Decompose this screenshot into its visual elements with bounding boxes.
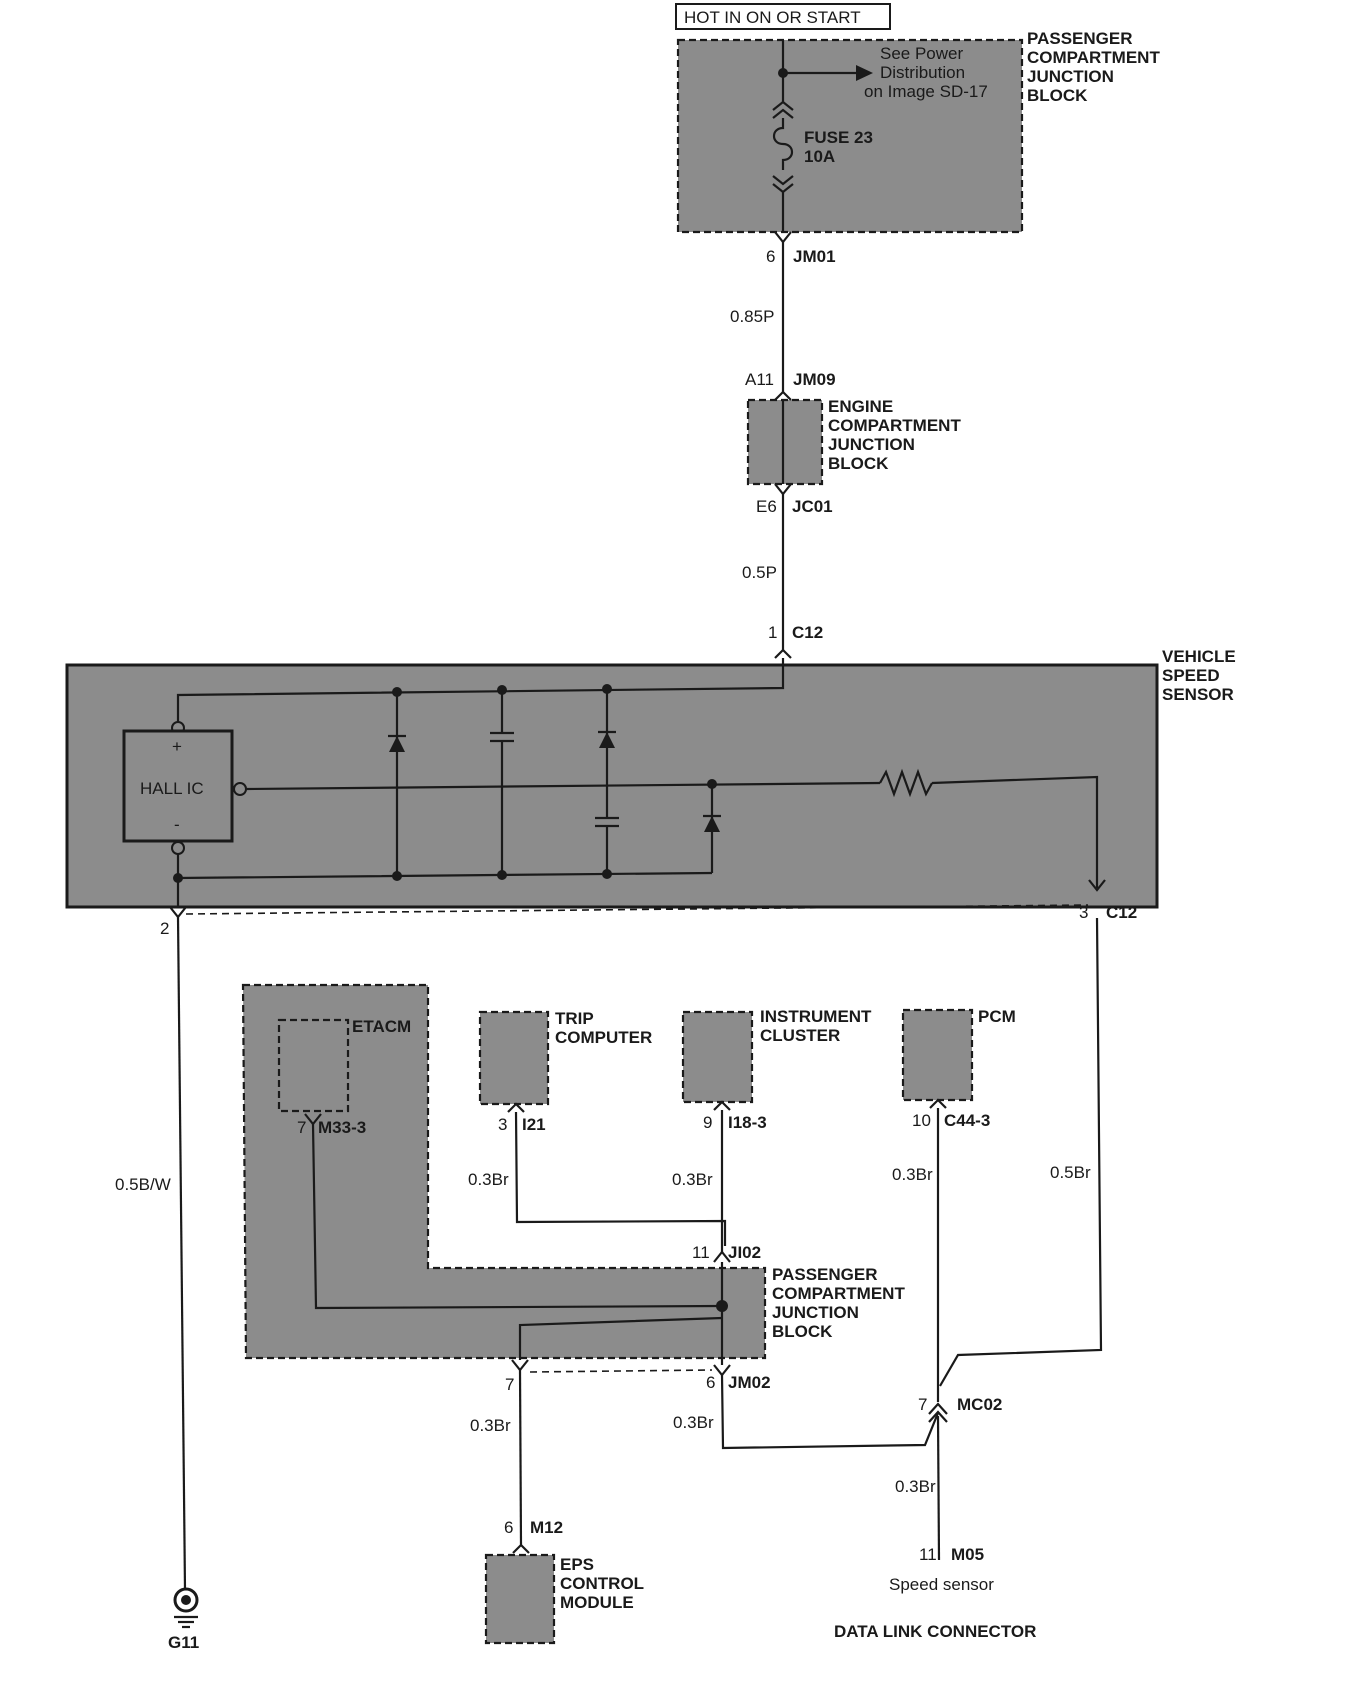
trip-name-2: COMPUTER — [555, 1028, 652, 1047]
jm01-pin: 6 — [766, 247, 775, 266]
pcm-label: PCM — [978, 1007, 1016, 1026]
wire-03br-eps: 0.3Br — [470, 1416, 511, 1435]
ji02-id: JI02 — [728, 1243, 761, 1262]
arrow-right-icon — [856, 65, 873, 81]
mc02-id: MC02 — [957, 1395, 1002, 1414]
jc01-id: JC01 — [792, 497, 833, 516]
hall-ic-label: HALL IC — [140, 779, 204, 798]
pcjb-low-name-4: BLOCK — [772, 1322, 833, 1341]
m33-id: M33-3 — [318, 1118, 366, 1137]
dlc-name: DATA LINK CONNECTOR — [834, 1622, 1036, 1641]
jm09-pin: A11 — [745, 370, 774, 389]
vss-name-1: VEHICLE — [1162, 647, 1236, 666]
wire-05br: 0.5Br — [1050, 1163, 1091, 1182]
jm02-left-pin: 7 — [505, 1375, 514, 1394]
hall-plus: + — [172, 737, 182, 756]
dlc-speed-sensor: Speed sensor — [889, 1575, 994, 1594]
c12-right-pin: 3 — [1079, 903, 1088, 922]
wire-05bw: 0.5B/W — [115, 1175, 171, 1194]
ic-name-2: CLUSTER — [760, 1026, 840, 1045]
wire-03br-dlc: 0.3Br — [895, 1477, 936, 1496]
wire-03br-ic: 0.3Br — [672, 1170, 713, 1189]
fuse-icon — [772, 118, 794, 170]
hall-ic — [122, 729, 234, 843]
ecjb-name-1: ENGINE — [828, 397, 893, 416]
vss-name-2: SPEED — [1162, 666, 1220, 685]
diode-icon — [389, 736, 405, 752]
resistor-icon — [879, 768, 933, 798]
wire-05p: 0.5P — [742, 563, 777, 582]
pcjb-top-name-4: BLOCK — [1027, 86, 1088, 105]
diode-icon — [599, 732, 615, 748]
see-power-1: See Power — [880, 44, 963, 63]
diode-icon — [704, 816, 720, 832]
jc01-pin: E6 — [756, 497, 777, 516]
etacm-pcjb-box — [241, 983, 767, 1360]
hall-minus: - — [174, 815, 180, 834]
eps-module-box — [484, 1553, 556, 1645]
power-label: HOT IN ON OR START — [684, 8, 861, 27]
m33-pin: 7 — [297, 1118, 306, 1137]
eps-name-1: EPS — [560, 1555, 594, 1574]
wire-03br-pcm: 0.3Br — [892, 1165, 933, 1184]
eps-name-3: MODULE — [560, 1593, 634, 1612]
wire-085p: 0.85P — [730, 307, 774, 326]
pcm-box — [901, 1008, 974, 1102]
i18-pin: 9 — [703, 1113, 712, 1132]
ecjb-box — [746, 398, 824, 486]
jm02-id: JM02 — [728, 1373, 771, 1392]
pcjb-low-name-1: PASSENGER — [772, 1265, 878, 1284]
ecjb-name-2: COMPARTMENT — [828, 416, 961, 435]
mc02-pin: 7 — [918, 1395, 927, 1414]
see-power-3: on Image SD-17 — [864, 82, 988, 101]
i21-pin: 3 — [498, 1115, 507, 1134]
i18-id: I18-3 — [728, 1113, 767, 1132]
pcjb-low-name-2: COMPARTMENT — [772, 1284, 905, 1303]
jm02-pin: 6 — [706, 1373, 715, 1392]
pcjb-low-name-3: JUNCTION — [772, 1303, 859, 1322]
m05-id: M05 — [951, 1545, 984, 1564]
m12-pin: 6 — [504, 1518, 513, 1537]
c44-pin: 10 — [912, 1111, 931, 1130]
i21-id: I21 — [522, 1115, 546, 1134]
etacm-label: ETACM — [352, 1017, 411, 1036]
power-label-frame — [675, 3, 891, 30]
ecjb-name-4: BLOCK — [828, 454, 889, 473]
fuse-label-1: FUSE 23 — [804, 128, 873, 147]
wire-03br-trip: 0.3Br — [468, 1170, 509, 1189]
fuse-label-2: 10A — [804, 147, 835, 166]
see-power-2: Distribution — [880, 63, 965, 82]
jm01-id: JM01 — [793, 247, 836, 266]
pcjb-top-name-1: PASSENGER — [1027, 29, 1133, 48]
pcjb-top-name-3: JUNCTION — [1027, 67, 1114, 86]
trip-name-1: TRIP — [555, 1009, 594, 1028]
c44-id: C44-3 — [944, 1111, 990, 1130]
c12-top-id: C12 — [792, 623, 823, 642]
m05-pin: 11 — [919, 1545, 937, 1564]
eps-name-2: CONTROL — [560, 1574, 644, 1593]
vss-name-3: SENSOR — [1162, 685, 1234, 704]
c12-top-pin: 1 — [768, 623, 777, 642]
ecjb-name-3: JUNCTION — [828, 435, 915, 454]
instrument-cluster-box — [681, 1010, 754, 1104]
c12-right-id: C12 — [1106, 903, 1137, 922]
ji02-pin: 11 — [692, 1243, 710, 1262]
m12-id: M12 — [530, 1518, 563, 1537]
ground-icon — [173, 1587, 199, 1613]
pcjb-top-name-2: COMPARTMENT — [1027, 48, 1160, 67]
ic-name-1: INSTRUMENT — [760, 1007, 872, 1026]
etacm-inner-box — [277, 1018, 350, 1113]
jm09-id: JM09 — [793, 370, 836, 389]
trip-computer-box — [478, 1010, 550, 1106]
vss-gnd-pin: 2 — [160, 919, 169, 938]
wire-03br-jm02: 0.3Br — [673, 1413, 714, 1432]
ground-id: G11 — [168, 1633, 199, 1652]
